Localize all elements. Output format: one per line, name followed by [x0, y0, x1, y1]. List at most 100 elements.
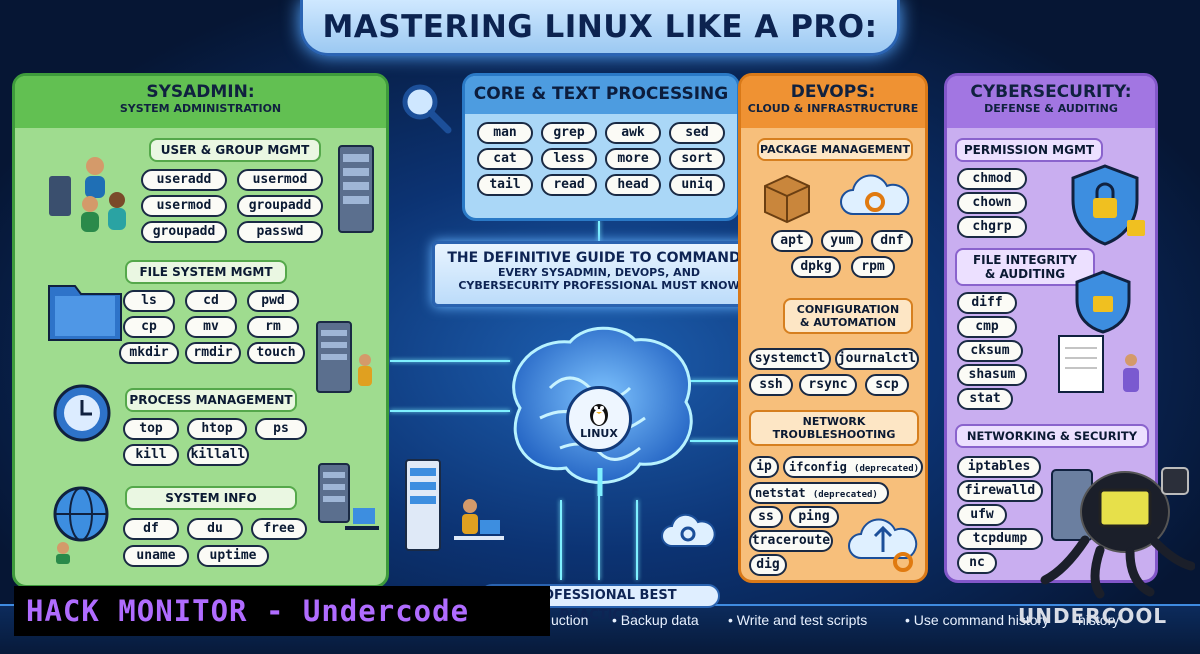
user-group-title: USER & GROUP MGMT	[149, 138, 321, 162]
cmd-chip[interactable]: uname	[123, 545, 189, 567]
cmd-chip[interactable]: uptime	[197, 545, 269, 567]
packages-title: PACKAGE MANAGEMENT	[757, 138, 913, 161]
cmd-chip[interactable]: usermod	[237, 169, 323, 191]
cmd-chip[interactable]: ps	[255, 418, 307, 440]
cmd-chip[interactable]: awk	[605, 122, 661, 144]
cmd-chip[interactable]: stat	[957, 388, 1013, 410]
cmd-chip[interactable]: mkdir	[119, 342, 179, 364]
cmd-chip[interactable]: tcpdump	[957, 528, 1043, 550]
globe-icon	[49, 482, 119, 566]
core-panel: CORE & TEXT PROCESSING man grep awk sed …	[462, 73, 740, 221]
cmd-chip[interactable]: ls	[123, 290, 175, 312]
sysadmin-header: SYSADMIN: SYSTEM ADMINISTRATION	[15, 76, 386, 128]
sysinfo-title: SYSTEM INFO	[125, 486, 297, 510]
cmd-chip[interactable]: ip	[749, 456, 779, 478]
cmd-chip[interactable]: systemctl	[749, 348, 831, 370]
circuit-line	[690, 440, 750, 442]
cmd-chip[interactable]: rm	[247, 316, 299, 338]
cmd-chip[interactable]: groupadd	[237, 195, 323, 217]
cmd-chip[interactable]: less	[541, 148, 597, 170]
cmd-chip[interactable]: killall	[187, 444, 249, 466]
cmd-chip[interactable]: firewalld	[957, 480, 1043, 502]
cmd-chip[interactable]: kill	[123, 444, 179, 466]
cmd-chip[interactable]: groupadd	[141, 221, 227, 243]
sysadmin-title: SYSADMIN:	[146, 82, 255, 102]
cmd-chip[interactable]: cat	[477, 148, 533, 170]
center-line-1: THE DEFINITIVE GUIDE TO COMMANDS	[447, 250, 751, 266]
cmd-chip[interactable]: dnf	[871, 230, 913, 252]
cmd-chip[interactable]: free	[251, 518, 307, 540]
cmd-chip[interactable]: passwd	[237, 221, 323, 243]
users-group-icon	[45, 146, 135, 236]
cmd-chip[interactable]: head	[605, 174, 661, 196]
tux-icon	[590, 403, 608, 426]
sysadmin-panel: SYSADMIN: SYSTEM ADMINISTRATION USER & G…	[12, 73, 389, 588]
cmd-chip[interactable]: sed	[669, 122, 725, 144]
config-title: CONFIGURATION & AUTOMATION	[783, 298, 913, 334]
cmd-chip[interactable]: cmp	[957, 316, 1017, 338]
circuit-line	[390, 360, 510, 362]
cmd-chip[interactable]: chown	[957, 192, 1027, 214]
devops-title: DEVOPS:	[790, 82, 876, 102]
cmd-chip[interactable]: traceroute	[749, 530, 833, 552]
cmd-chip[interactable]: man	[477, 122, 533, 144]
cmd-chip[interactable]: cksum	[957, 340, 1023, 362]
cmd-chip[interactable]: yum	[821, 230, 863, 252]
cmd-chip[interactable]: more	[605, 148, 661, 170]
cmd-chip[interactable]: read	[541, 174, 597, 196]
cmd-chip[interactable]: scp	[865, 374, 909, 396]
cmd-chip[interactable]: ssh	[749, 374, 793, 396]
cmd-chip[interactable]: top	[123, 418, 179, 440]
cloud-gear-icon	[658, 506, 718, 554]
cmd-chip[interactable]: sort	[669, 148, 725, 170]
center-line-3: CYBERSECURITY PROFESSIONAL MUST KNOW	[458, 279, 740, 292]
server-icon	[327, 142, 383, 242]
server-icon	[311, 316, 381, 396]
cmd-chip[interactable]: usermod	[141, 195, 227, 217]
cmd-note: (deprecated)	[854, 464, 920, 474]
cmd-chip[interactable]: cp	[123, 316, 175, 338]
cmd-chip[interactable]: htop	[187, 418, 247, 440]
devops-subtitle: CLOUD & INFRASTRUCTURE	[747, 102, 919, 115]
cmd-chip[interactable]: cd	[185, 290, 237, 312]
cmd-chip[interactable]: tail	[477, 174, 533, 196]
cmd-chip[interactable]: chmod	[957, 168, 1027, 190]
cmd-chip[interactable]: dig	[749, 554, 787, 576]
cmd-chip[interactable]: dpkg	[791, 256, 841, 278]
linux-badge: LINUX	[566, 386, 632, 452]
cmd-chip[interactable]: ufw	[957, 504, 1007, 526]
circuit-line	[390, 410, 510, 412]
cmd-chip[interactable]: apt	[771, 230, 813, 252]
cmd-chip[interactable]: nc	[957, 552, 997, 574]
cloud-upload-icon	[845, 506, 921, 576]
cyber-subtitle: DEFENSE & AUDITING	[984, 102, 1118, 115]
core-title: CORE & TEXT PROCESSING	[473, 84, 729, 104]
cmd-chip[interactable]: df	[123, 518, 179, 540]
cmd-chip[interactable]: rsync	[799, 374, 857, 396]
cmd-chip[interactable]: ss	[749, 506, 783, 528]
cmd-chip[interactable]: chgrp	[957, 216, 1027, 238]
circuit-line	[598, 220, 600, 242]
cmd-chip[interactable]: rpm	[851, 256, 895, 278]
filesystem-title: FILE SYSTEM MGMT	[125, 260, 287, 284]
cmd-chip[interactable]: ping	[789, 506, 839, 528]
cmd-chip[interactable]: rmdir	[185, 342, 241, 364]
cmd-chip[interactable]: touch	[247, 342, 305, 364]
cmd-chip[interactable]: uniq	[669, 174, 725, 196]
cmd-chip[interactable]: journalctl	[835, 348, 919, 370]
cmd-chip[interactable]: grep	[541, 122, 597, 144]
cmd-chip[interactable]: diff	[957, 292, 1017, 314]
cmd-chip[interactable]: pwd	[247, 290, 299, 312]
devops-header: DEVOPS: CLOUD & INFRASTRUCTURE	[741, 76, 925, 128]
cmd-chip[interactable]: netstat (deprecated)	[749, 482, 889, 504]
hacker-robot-icon	[1030, 450, 1195, 600]
cmd-chip[interactable]: iptables	[957, 456, 1041, 478]
cmd-chip[interactable]: ifconfig (deprecated)	[783, 456, 923, 478]
cmd-chip[interactable]: useradd	[141, 169, 227, 191]
page-title: MASTERING LINUX LIKE A PRO:	[322, 8, 878, 45]
cmd-chip[interactable]: mv	[185, 316, 237, 338]
cmd-chip[interactable]: du	[187, 518, 243, 540]
title-banner: MASTERING LINUX LIKE A PRO:	[300, 0, 900, 56]
cmd-chip[interactable]: shasum	[957, 364, 1027, 386]
hack-monitor-banner: HACK MONITOR - Undercode	[14, 586, 550, 636]
